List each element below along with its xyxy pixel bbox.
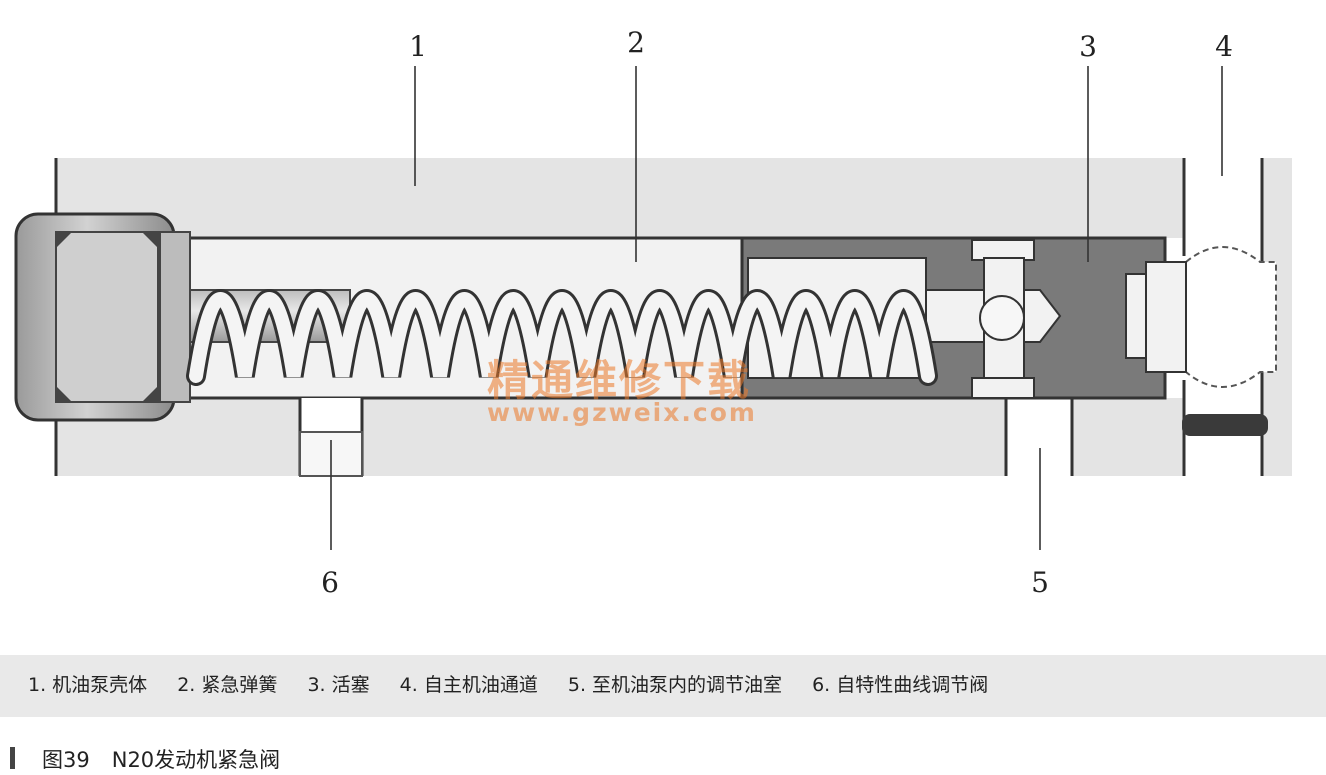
watermark-url: www.gzweix.com bbox=[487, 398, 757, 427]
spring bbox=[186, 289, 938, 386]
label-3: 3 bbox=[1079, 30, 1097, 63]
legend-band bbox=[0, 655, 1326, 717]
label-4: 4 bbox=[1215, 30, 1233, 63]
legend-item-2: 2. 紧急弹簧 bbox=[177, 674, 278, 696]
caption-number: 图39 bbox=[42, 748, 90, 772]
label-2: 2 bbox=[627, 26, 645, 59]
label-5: 5 bbox=[1031, 566, 1049, 599]
label-1: 1 bbox=[409, 30, 427, 63]
legend-item-1: 1. 机油泵壳体 bbox=[28, 674, 148, 696]
legend-item-4: 4. 自主机油通道 bbox=[399, 674, 538, 696]
housing-upper bbox=[56, 158, 1184, 238]
valve-diagram bbox=[14, 66, 1292, 550]
caption-bar bbox=[10, 747, 15, 769]
port-5 bbox=[1006, 398, 1072, 476]
legend: 1. 机油泵壳体 2. 紧急弹簧 3. 活塞 4. 自主机油通道 5. 至机油泵… bbox=[28, 670, 1012, 697]
legend-item-3: 3. 活塞 bbox=[307, 674, 370, 696]
watermark-text: 精通维修下载 bbox=[487, 356, 752, 405]
figure-caption: 图39 N20发动机紧急阀 bbox=[42, 744, 302, 774]
seal-ring bbox=[1182, 414, 1268, 436]
legend-item-5: 5. 至机油泵内的调节油室 bbox=[567, 674, 783, 696]
legend-item-6: 6. 自特性曲线调节阀 bbox=[812, 674, 989, 696]
caption-title: N20发动机紧急阀 bbox=[111, 748, 281, 772]
housing-lower bbox=[56, 398, 1184, 476]
spring-coil bbox=[189, 292, 935, 383]
label-6: 6 bbox=[321, 566, 339, 599]
